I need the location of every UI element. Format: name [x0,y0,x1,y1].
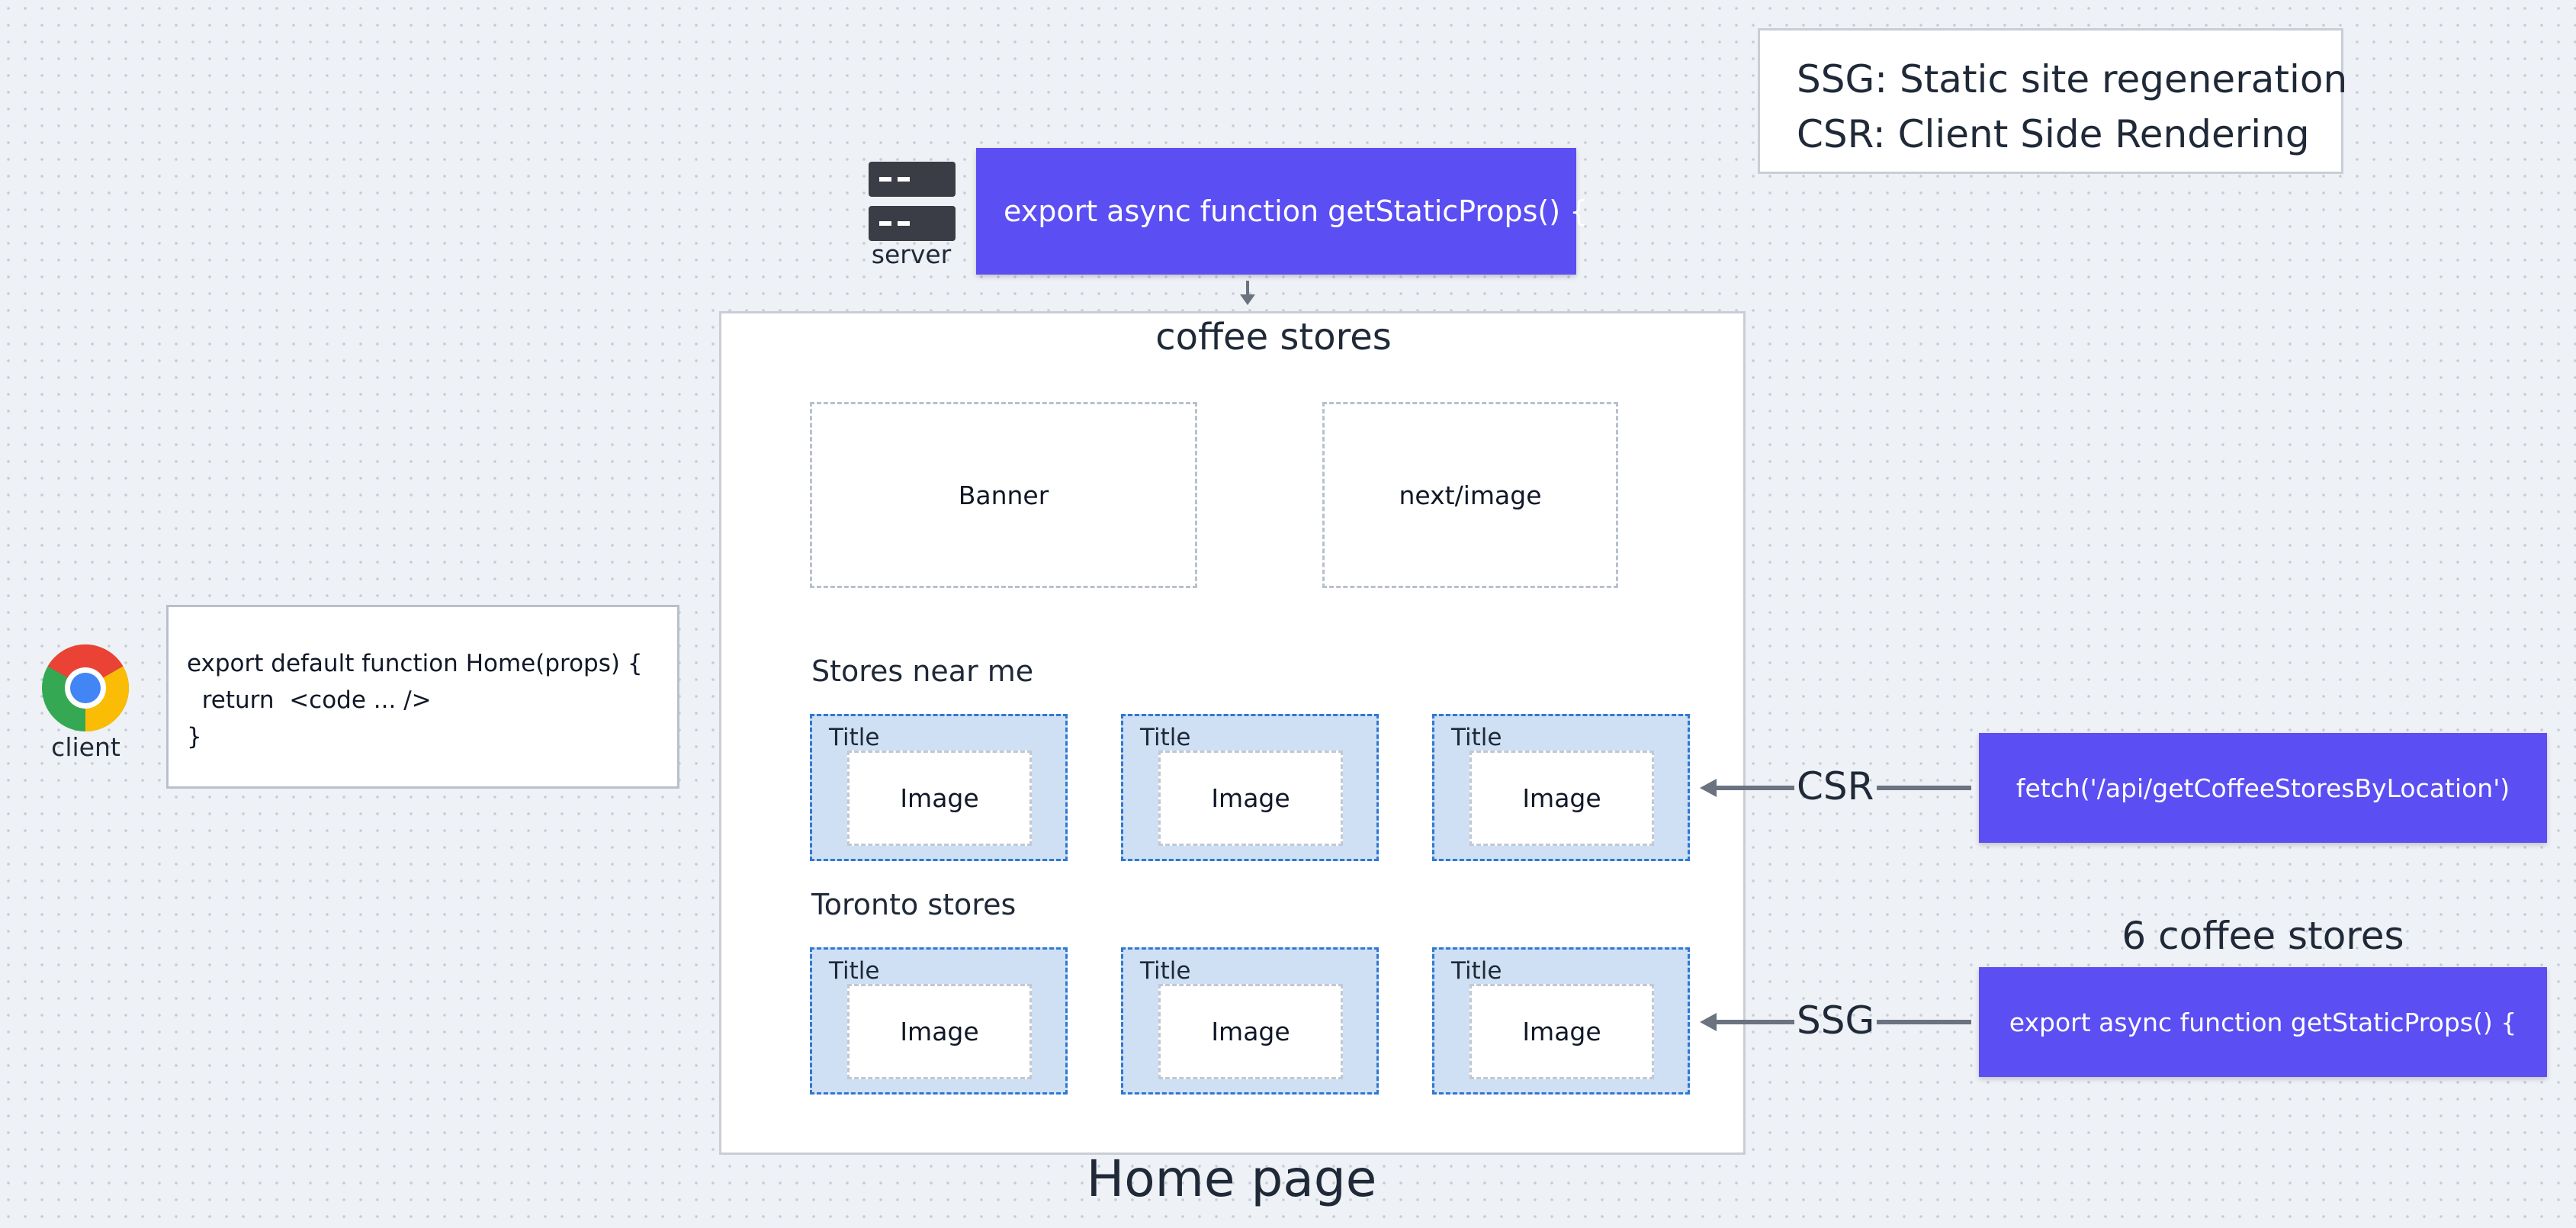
card-title: Title [1140,724,1191,751]
card-image: Image [847,751,1032,846]
store-card: Title Image [810,947,1068,1095]
card-title: Title [1451,724,1502,751]
csr-label: CSR [1797,764,1874,808]
banner-placeholder: Banner [810,402,1197,588]
legend-ssg: SSG: Static site regeneration [1797,57,2348,101]
code-line: } [187,723,202,751]
card-title: Title [1451,957,1502,985]
card-title: Title [1140,957,1191,985]
server-get-static-props: export async function getStaticProps() { [976,148,1588,275]
store-card: Title Image [1432,947,1690,1095]
server-icon [869,162,956,241]
card-title: Title [829,724,880,751]
legend-csr: CSR: Client Side Rendering [1797,112,2310,156]
card-image: Image [1469,751,1654,846]
down-arrow [1240,281,1255,305]
server-label: server [871,239,952,269]
card-image: Image [847,984,1032,1079]
chrome-browser-icon [42,644,130,731]
section-label-toronto: Toronto stores [811,888,1017,921]
csr-arrow [1700,779,1971,797]
csr-fetch-function: fetch('/api/getCoffeeStoresByLocation') [1979,733,2547,843]
legend-box: SSG: Static site regeneration CSR: Clien… [1758,28,2348,174]
ssg-store-count: 6 coffee stores [2122,914,2404,958]
card-image: Image [1158,984,1343,1079]
card-image: Image [1469,984,1654,1079]
store-card: Title Image [1121,947,1379,1095]
code-line: return <code ... /> [187,686,432,714]
card-title: Title [829,957,880,985]
ssg-arrow [1700,1013,1971,1031]
client-label: client [51,732,120,762]
client-code-box: export default function Home(props) { re… [166,605,679,789]
next-image-placeholder: next/image [1322,402,1618,588]
page-title: coffee stores [1155,316,1392,358]
card-image: Image [1158,751,1343,846]
code-line: export default function Home(props) { [187,650,643,677]
store-card: Title Image [810,714,1068,861]
store-card: Title Image [1432,714,1690,861]
store-card: Title Image [1121,714,1379,861]
section-label-near-me: Stores near me [811,654,1034,688]
home-page-caption: Home page [1086,1149,1377,1208]
ssg-get-static-props: export async function getStaticProps() { [1979,967,2547,1077]
ssg-label: SSG [1797,998,1875,1043]
